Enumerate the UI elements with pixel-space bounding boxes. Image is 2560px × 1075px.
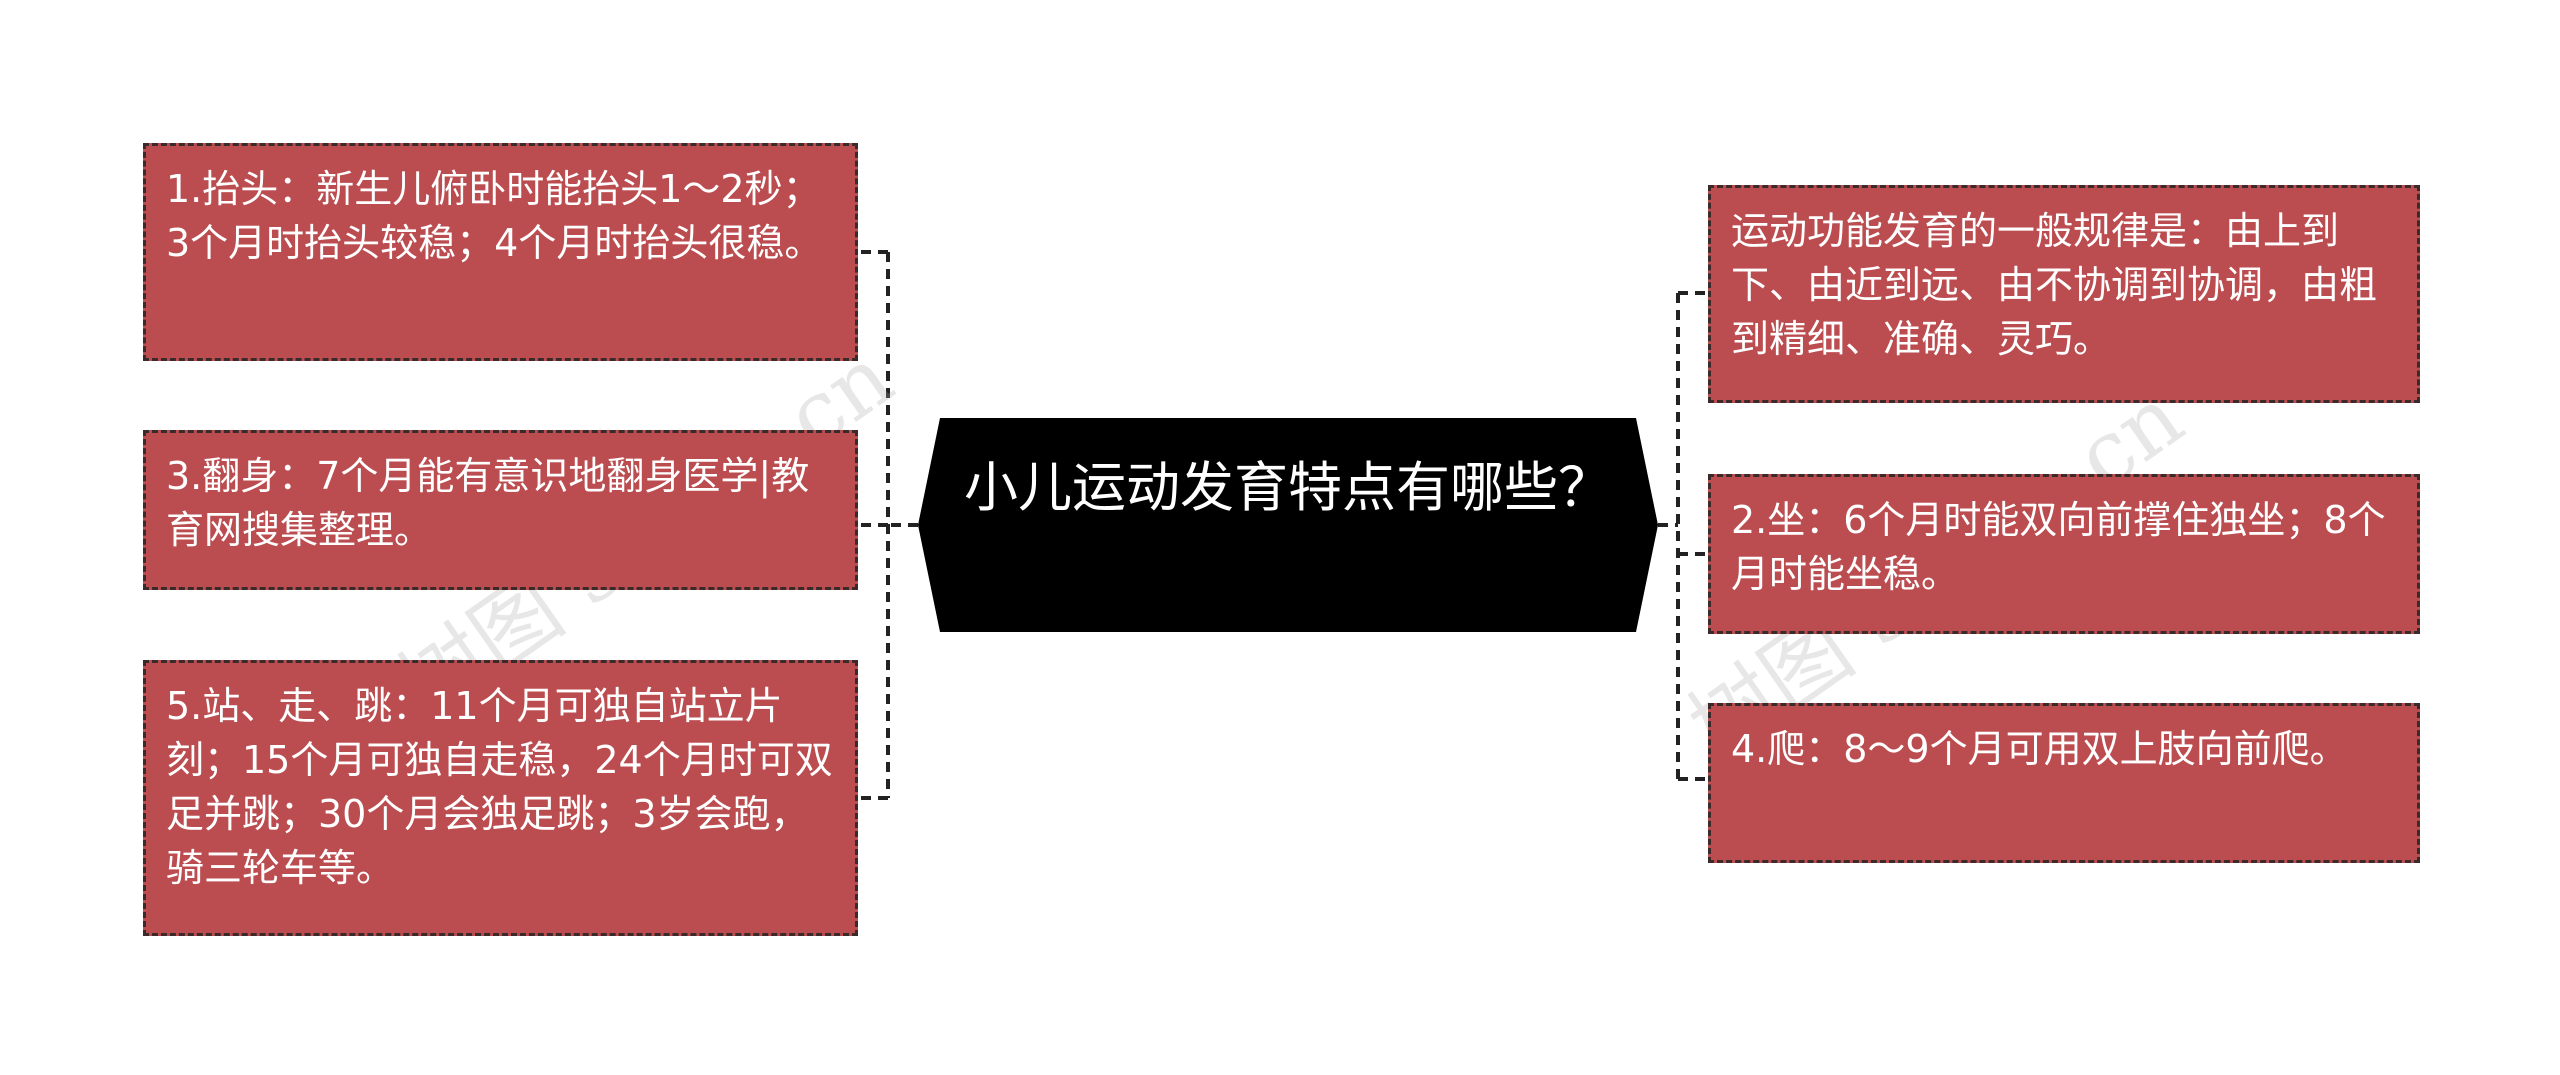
topic-node-text: 4.爬：8～9个月可用双上肢向前爬。 [1731,727,2348,771]
topic-node-right-3[interactable]: 4.爬：8～9个月可用双上肢向前爬。 [1708,703,2420,863]
topic-node-right-1[interactable]: 运动功能发育的一般规律是：由上到下、由近到远、由不协调到协调，由粗到精细、准确、… [1708,185,2420,403]
topic-node-text: 5.站、走、跳：11个月可独自站立片刻；15个月可独自走稳，24个月时可双足并跳… [166,684,833,890]
topic-node-text: 1.抬头：新生儿俯卧时能抬头1～2秒；3个月时抬头较稳；4个月时抬头很稳。 [166,167,823,265]
topic-node-left-3[interactable]: 5.站、走、跳：11个月可独自站立片刻；15个月可独自走稳，24个月时可双足并跳… [143,660,858,936]
central-topic[interactable]: 小儿运动发育特点有哪些？ [918,418,1658,632]
topic-node-text: 2.坐：6个月时能双向前撑住独坐；8个月时能坐稳。 [1731,498,2386,596]
central-topic-label: 小儿运动发育特点有哪些？ [964,456,1612,519]
connector-right-trunk [1658,293,1680,779]
connector-left-trunk [886,252,918,798]
topic-node-right-2[interactable]: 2.坐：6个月时能双向前撑住独坐；8个月时能坐稳。 [1708,474,2420,634]
topic-node-left-2[interactable]: 3.翻身：7个月能有意识地翻身医学|教育网搜集整理。 [143,430,858,590]
topic-node-left-1[interactable]: 1.抬头：新生儿俯卧时能抬头1～2秒；3个月时抬头较稳；4个月时抬头很稳。 [143,143,858,361]
topic-node-text: 运动功能发育的一般规律是：由上到下、由近到远、由不协调到协调，由粗到精细、准确、… [1731,209,2378,361]
topic-node-text: 3.翻身：7个月能有意识地翻身医学|教育网搜集整理。 [166,454,810,552]
